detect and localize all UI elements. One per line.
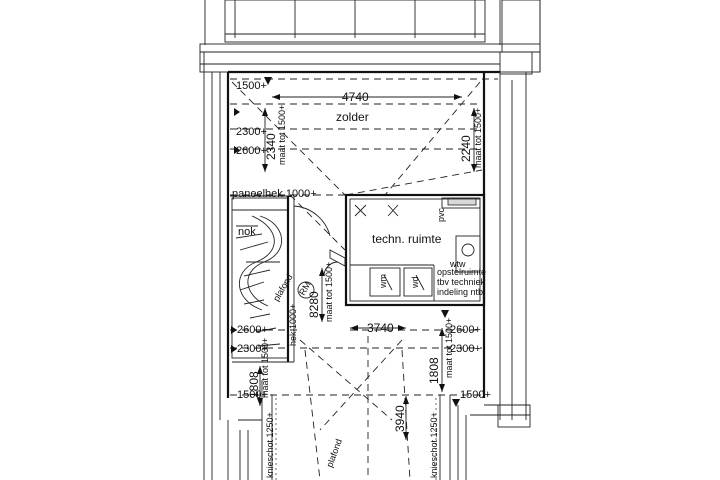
outer-walls — [203, 52, 531, 480]
knieschot-right-label: knieschot 1250+ — [429, 412, 439, 478]
hek-label: hek 1000+ — [288, 304, 298, 346]
top-wall — [199, 43, 541, 80]
staircase — [230, 195, 331, 363]
opstelruimte-line-3: indeling ntb — [437, 287, 483, 297]
dim-height-left-note: maat tot 1500+ — [277, 105, 287, 165]
dim-height-right: 2240 — [459, 135, 473, 162]
level-2300-top-label: 2300+ — [236, 126, 267, 138]
dim-height-mid-right: 1808 — [427, 357, 441, 384]
level-2600-right-mid-label: 2600+ — [450, 324, 481, 336]
dim-height-right-note: maat tot 1500+ — [473, 108, 483, 168]
room-label-zolder: zolder — [336, 110, 369, 124]
dim-width-mid: 3740 — [367, 321, 394, 335]
wtw-label: wtw — [449, 259, 466, 269]
paneelhek-label: paneelhek 1000+ — [232, 188, 317, 200]
technical-room — [323, 193, 486, 307]
wd-label: wd — [410, 276, 420, 289]
wm-label: wm — [378, 274, 388, 289]
dimension-lines — [257, 94, 477, 440]
dim-width-top: 4740 — [342, 90, 369, 104]
dim-height-low-right: 3940 — [393, 405, 407, 432]
level-2300-left-mid-label: 2300+ — [237, 343, 268, 355]
room-label-techn-ruimte: techn. ruimte — [372, 232, 442, 246]
lower-walls — [227, 380, 467, 480]
plafond-bottom-label: plafond — [324, 438, 343, 469]
level-1500-left-low-label: 1500+ — [237, 389, 268, 401]
opstelruimte-line-2: tbv techniek — [437, 277, 486, 287]
pvc-label: pvc — [436, 207, 446, 222]
level-2600-top-label: 2600+ — [236, 145, 267, 157]
dim-height-mid-right-note: maat tot 1500+ — [444, 318, 454, 378]
dim-height-low-left-note: maat tot 1500+ — [260, 338, 270, 398]
level-1500-right-low-label: 1500+ — [460, 389, 491, 401]
dim-height-low-left: 1808 — [247, 371, 261, 398]
level-2300-right-mid-label: 2300+ — [450, 343, 481, 355]
level-2600-left-mid-label: 2600+ — [237, 324, 268, 336]
level-lines — [230, 103, 482, 396]
nok-label: nok — [238, 226, 256, 238]
level-1500-top-label: 1500+ — [236, 80, 267, 92]
dim-height-left: 2340 — [264, 133, 278, 160]
dim-stair-height: 8280 — [307, 291, 321, 318]
dim-stair-height-note: maat tot 1500+ — [324, 262, 334, 322]
roof-window-frame — [204, 0, 541, 72]
plafond-stair-label: plafond — [271, 272, 294, 303]
opstelruimte-line-1: opstelruimte — [437, 267, 486, 277]
knieschot-left-label: knieschot 1250+ — [265, 412, 275, 478]
level-arrows — [231, 77, 460, 407]
